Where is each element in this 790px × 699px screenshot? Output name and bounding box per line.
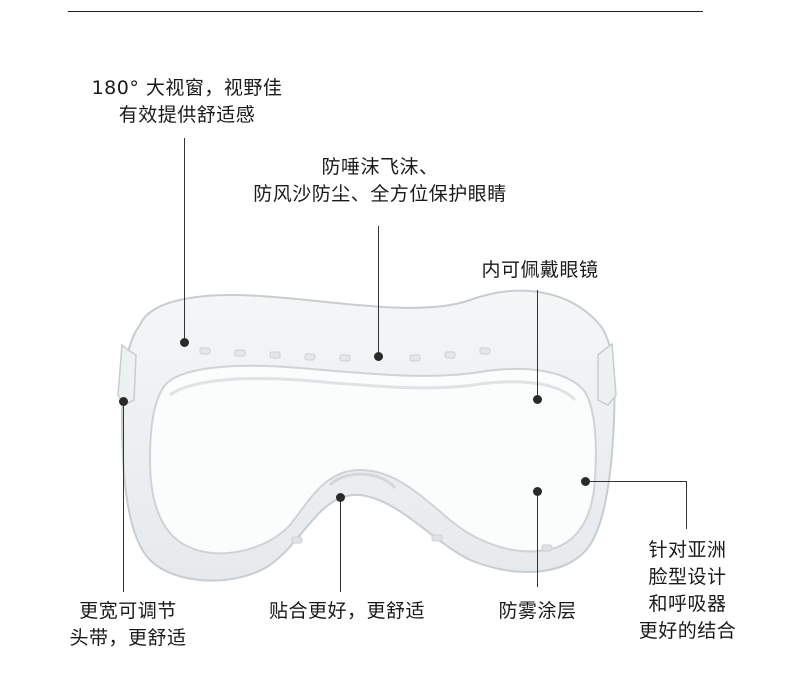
label-asian-fit-line4: 更好的结合 — [638, 620, 737, 642]
leader-glasses — [537, 290, 538, 400]
label-wide-view-line1: 180° 大视窗，视野佳 — [91, 77, 283, 99]
leader-asian-fit-v — [686, 481, 687, 529]
right-strap-buckle — [597, 342, 617, 406]
label-glasses-line1: 内可佩戴眼镜 — [481, 259, 599, 281]
top-vents — [199, 347, 491, 362]
marker-wide-view — [180, 338, 189, 347]
leader-nose-fit — [340, 497, 341, 592]
marker-glasses — [533, 395, 542, 404]
label-headband-line2: 头带，更舒适 — [69, 627, 187, 649]
label-wide-view: 180° 大视窗，视野佳 有效提供舒适感 — [62, 75, 312, 129]
label-anti-fog-line1: 防雾涂层 — [498, 600, 577, 622]
marker-anti-fog — [533, 487, 542, 496]
label-protection-line1: 防唾沫飞沫、 — [321, 156, 439, 178]
label-asian-fit-line2: 脸型设计 — [648, 566, 727, 588]
label-anti-fog: 防雾涂层 — [475, 598, 600, 625]
top-divider — [68, 11, 703, 12]
marker-headband — [119, 397, 128, 406]
leader-asian-fit-h — [585, 481, 687, 482]
label-wide-view-line2: 有效提供舒适感 — [118, 104, 256, 126]
label-nose-fit: 贴合更好，更舒适 — [242, 598, 452, 625]
marker-nose-fit — [336, 493, 345, 502]
leader-headband — [123, 402, 124, 592]
marker-protection — [374, 352, 383, 361]
label-protection: 防唾沫飞沫、 防风沙防尘、全方位保护眼睛 — [210, 154, 550, 208]
label-headband-line1: 更宽可调节 — [79, 600, 177, 622]
goggle-lens — [148, 364, 597, 555]
label-protection-line2: 防风沙防尘、全方位保护眼睛 — [253, 183, 507, 205]
leader-anti-fog — [537, 492, 538, 587]
leader-protection — [378, 226, 379, 356]
marker-asian-fit — [581, 477, 590, 486]
label-headband: 更宽可调节 头带，更舒适 — [28, 598, 228, 652]
label-asian-fit: 针对亚洲 脸型设计 和呼吸器 更好的结合 — [620, 537, 755, 645]
bottom-vents — [291, 534, 553, 552]
label-glasses: 内可佩戴眼镜 — [460, 257, 620, 284]
label-nose-fit-line1: 贴合更好，更舒适 — [268, 600, 425, 622]
label-asian-fit-line1: 针对亚洲 — [648, 539, 727, 561]
label-asian-fit-line3: 和呼吸器 — [648, 593, 727, 615]
nose-bridge — [328, 472, 397, 490]
left-strap-buckle — [117, 343, 137, 406]
leader-wide-view — [184, 138, 185, 343]
